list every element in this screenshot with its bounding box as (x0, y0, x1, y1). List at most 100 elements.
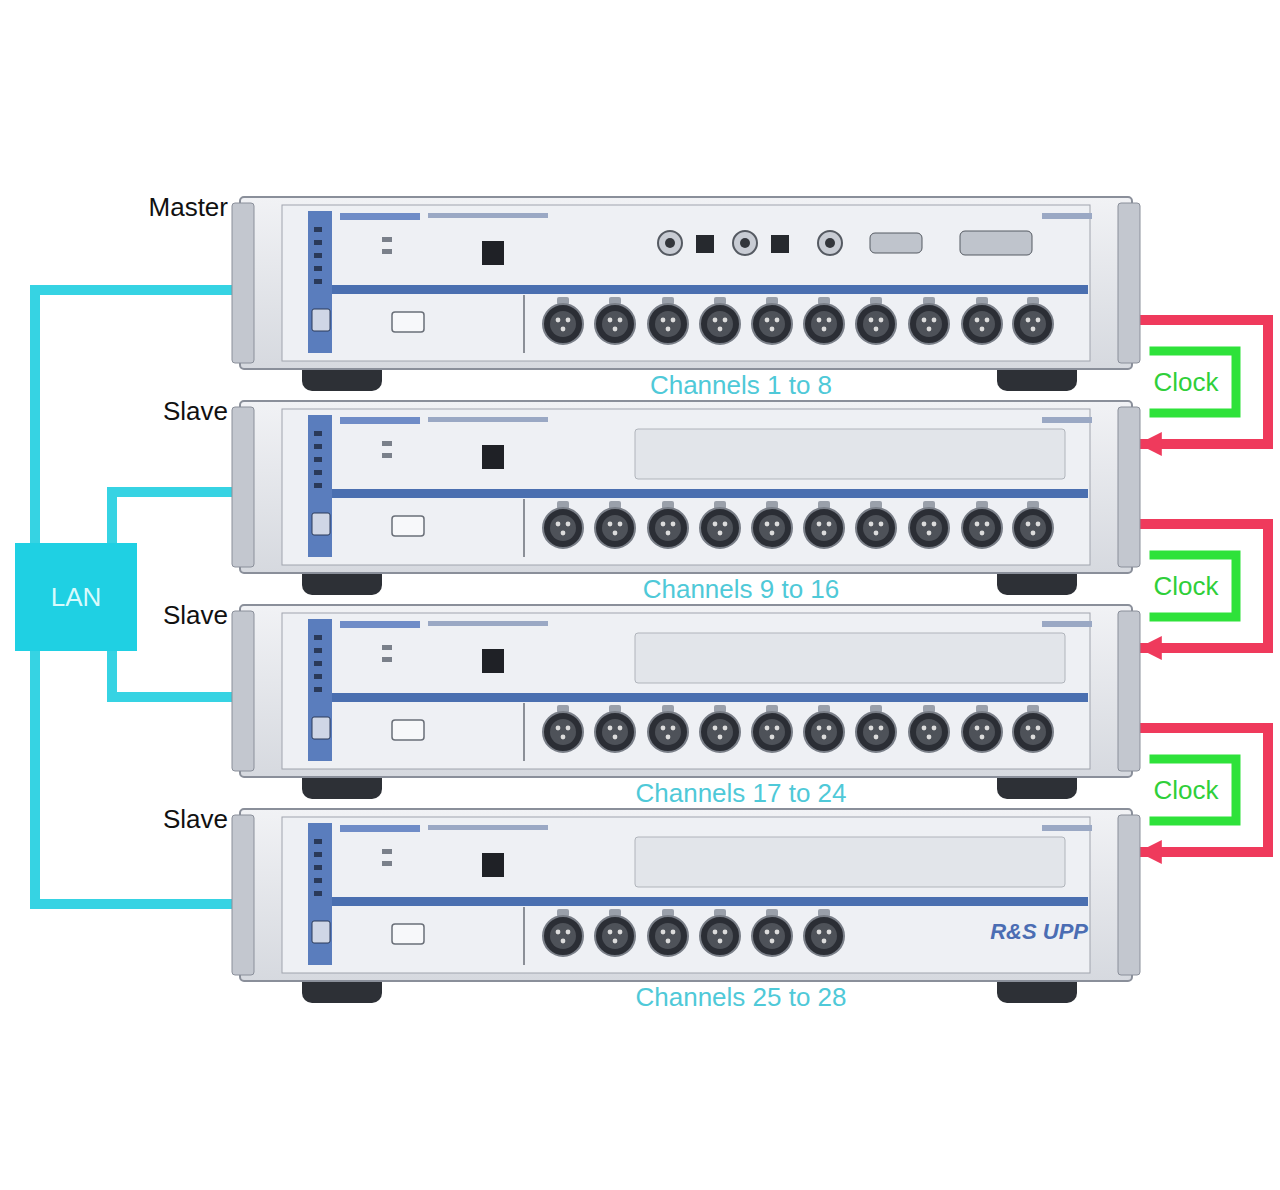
bnc-connector (658, 231, 682, 255)
serial-mark (1042, 417, 1092, 423)
connector-face (707, 719, 733, 745)
connector-pin (874, 531, 879, 536)
clock-bracket (1149, 759, 1236, 821)
connector-pin (932, 726, 937, 731)
connector-pin (671, 930, 676, 935)
connector-face (602, 719, 628, 745)
connector-shell (700, 304, 740, 344)
xlr-connector (1013, 705, 1053, 752)
connector-face (759, 515, 785, 541)
connector-shell (1013, 712, 1053, 752)
connector-shell (648, 304, 688, 344)
connector-pin (879, 318, 884, 323)
panel-mark (382, 249, 392, 254)
connector-shell (648, 712, 688, 752)
model-mark (428, 417, 548, 422)
panel-divider (523, 295, 525, 353)
connector-shell (909, 304, 949, 344)
connector-pin (661, 930, 666, 935)
xlr-connector (700, 501, 740, 548)
power-switch (312, 513, 330, 535)
usb-port (482, 241, 504, 265)
xlr-connector (700, 297, 740, 344)
connector-face (550, 311, 576, 337)
xlr-connector (752, 909, 792, 956)
panel-band (310, 693, 1088, 702)
connector-pin (1026, 318, 1031, 323)
connector-shell (700, 916, 740, 956)
connector-face (759, 311, 785, 337)
connector-pin (1036, 318, 1041, 323)
connector-shell (752, 508, 792, 548)
panel-band (310, 897, 1088, 906)
connector-pin (666, 939, 671, 944)
rack-handle (1118, 815, 1140, 975)
connector-pin (765, 930, 770, 935)
connector-pin (618, 726, 623, 731)
clock-link (1140, 320, 1268, 444)
instrument-housing (240, 809, 1132, 981)
lan-cable (112, 492, 232, 543)
xlr-connector (752, 705, 792, 752)
connector-pin (1026, 726, 1031, 731)
connector-pin (922, 318, 927, 323)
connector-pin (1036, 726, 1041, 731)
status-led (314, 687, 322, 692)
connector-face (969, 515, 995, 541)
connector-pin (980, 531, 985, 536)
connector-pin (566, 522, 571, 527)
connector-pin (613, 327, 618, 332)
xlr-connector (856, 501, 896, 548)
status-led (314, 470, 322, 475)
connector-pin (556, 726, 561, 731)
connector-shell (752, 304, 792, 344)
connector-pin (985, 318, 990, 323)
xlr-connector (962, 297, 1002, 344)
connector-pin (874, 735, 879, 740)
instrument-housing (240, 605, 1132, 777)
connector-face (602, 311, 628, 337)
status-led (314, 279, 322, 284)
connector-face (969, 719, 995, 745)
xlr-connector (595, 705, 635, 752)
xlr-connector (543, 297, 583, 344)
clock-label: Clock (1153, 572, 1218, 601)
rack-handle (1118, 203, 1140, 363)
connector-pin (718, 939, 723, 944)
connector-pin (869, 726, 874, 731)
xlr-connector (648, 297, 688, 344)
connector-pin (927, 531, 932, 536)
xlr-connector (1013, 501, 1053, 548)
connector-pin (618, 318, 623, 323)
connector-pin (932, 318, 937, 323)
panel-mark (382, 861, 392, 866)
connector-pin (927, 327, 932, 332)
status-column (308, 619, 332, 761)
connector-shell (752, 712, 792, 752)
audio-analyzer-unit: SlaveChannels 9 to 16 (232, 401, 1140, 573)
xlr-connector (856, 705, 896, 752)
connector-face (602, 515, 628, 541)
xlr-connector (909, 297, 949, 344)
connector-pin (775, 726, 780, 731)
connector-pin (817, 522, 822, 527)
unit-role: Slave (163, 397, 228, 426)
connector-pin (723, 930, 728, 935)
connector-shell (543, 508, 583, 548)
connector-pin (1031, 327, 1036, 332)
channel-range: Channels 25 to 28 (342, 983, 1140, 1012)
model-mark (428, 213, 548, 218)
connector-pin (765, 318, 770, 323)
status-led (314, 891, 322, 896)
connector-face (863, 515, 889, 541)
clock-link (1140, 524, 1268, 648)
connector-pin (822, 327, 827, 332)
connector-shell (804, 712, 844, 752)
connector-pin (666, 735, 671, 740)
lan-box: LAN (15, 543, 137, 651)
blank-panel (635, 633, 1065, 683)
panel-mark (382, 453, 392, 458)
panel-band (310, 489, 1088, 498)
connector-pin (975, 726, 980, 731)
